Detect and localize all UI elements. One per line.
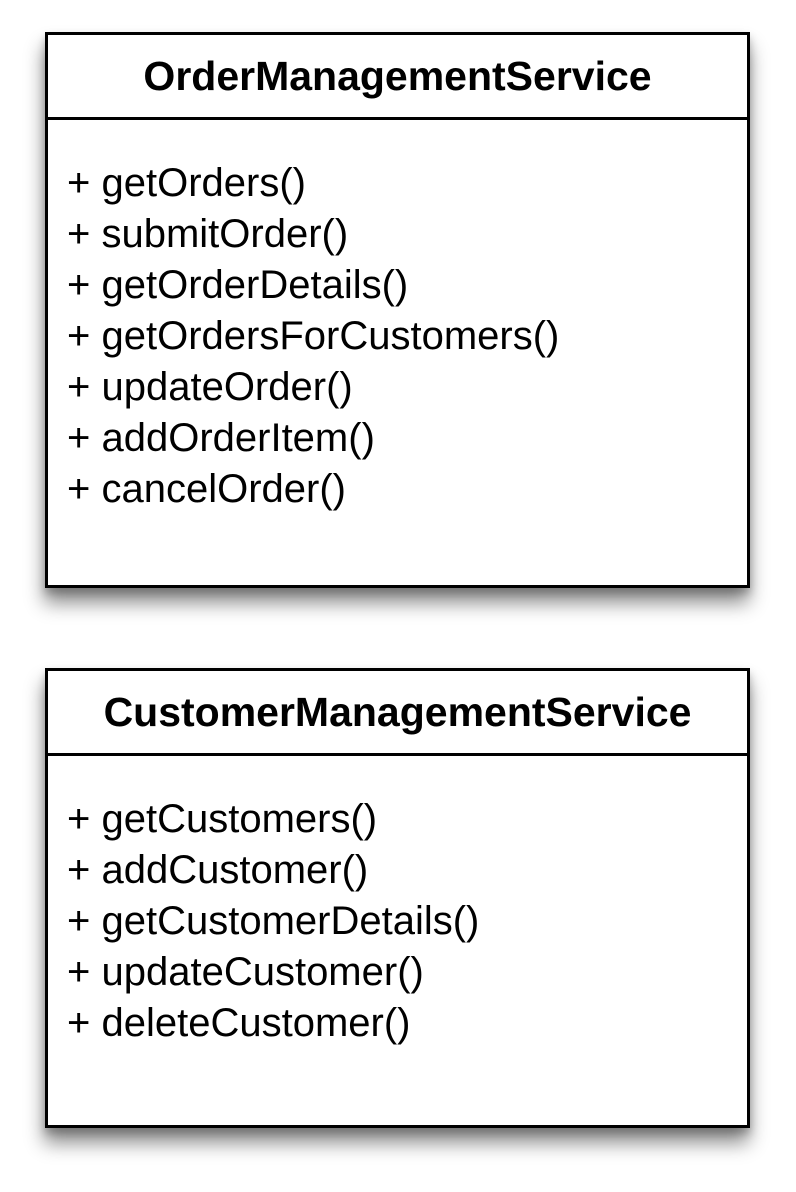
- method-item: + deleteCustomer(): [67, 1001, 411, 1045]
- method-item: + addCustomer(): [67, 848, 369, 892]
- method-item: + getOrderDetails(): [67, 263, 409, 307]
- method-item: + updateOrder(): [67, 365, 353, 409]
- class-box: CustomerManagementService + getCustomers…: [45, 668, 750, 1128]
- method-list: + getOrders() + submitOrder() + getOrderDe…: [48, 120, 747, 585]
- method-item: + getOrdersForCustomers(): [67, 314, 560, 358]
- method-item: + getCustomers(): [67, 797, 378, 841]
- method-item: + cancelOrder(): [67, 467, 346, 511]
- class-name: CustomerManagementService: [48, 671, 747, 756]
- method-item: + updateCustomer(): [67, 950, 424, 994]
- class-name: OrderManagementService: [48, 35, 747, 120]
- method-item: + getOrders(): [67, 161, 306, 205]
- method-list: + getCustomers() + addCustomer() + getCust…: [48, 756, 747, 1125]
- method-item: + submitOrder(): [67, 212, 349, 256]
- class-box: OrderManagementService + getOrders() + su…: [45, 32, 750, 588]
- method-item: + addOrderItem(): [67, 416, 375, 460]
- method-item: + getCustomerDetails(): [67, 899, 480, 943]
